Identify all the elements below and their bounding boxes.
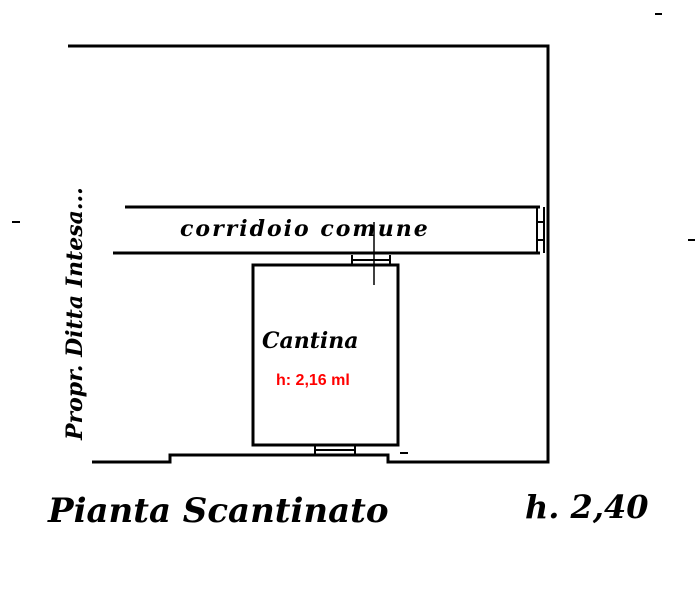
corridor-label: corridoio comune — [180, 216, 430, 242]
cantina-top-door — [351, 255, 391, 265]
cantina-bottom-door — [314, 445, 356, 455]
cantina-room — [251, 263, 400, 447]
tick-mark — [12, 13, 695, 454]
floor-height: h. 2,40 — [525, 488, 648, 526]
room-label: Cantina — [262, 328, 359, 354]
room-height: h: 2,16 ml — [276, 372, 350, 389]
plan-title: Pianta Scantinato — [47, 491, 389, 531]
owner-label: Propr. Ditta Intesa... — [62, 187, 88, 441]
outer-wall — [68, 44, 550, 464]
corridor-end-door — [536, 207, 545, 253]
